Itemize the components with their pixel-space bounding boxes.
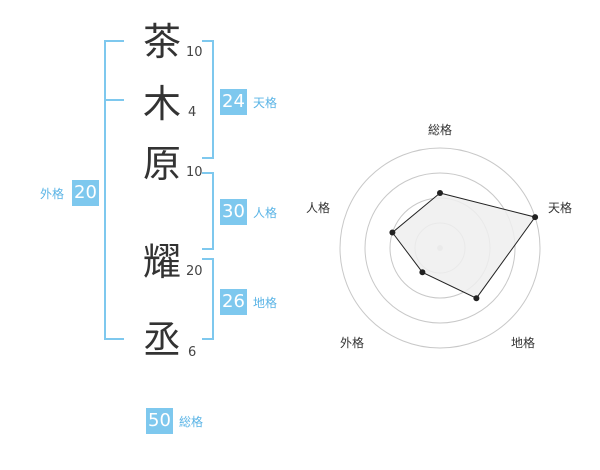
radar-point-4 (419, 269, 426, 276)
chikaku-value-badge: 26 (220, 289, 247, 315)
radar-grid-ring-4 (339, 147, 541, 349)
name-char-2: 木 (142, 82, 181, 126)
gaikaku-bracket-tick (104, 99, 124, 101)
radar-axis-label-tenkaku: 天格 (548, 201, 573, 215)
gaikaku-bracket (104, 40, 124, 340)
name-char-5: 丞 (142, 318, 181, 362)
name-char-3: 原 (142, 142, 181, 186)
jinkaku-label: 人格 (253, 206, 278, 220)
stroke-count-2: 4 (188, 105, 197, 120)
name-char-1: 茶 (142, 20, 181, 64)
gaikaku-value-badge: 20 (72, 180, 99, 206)
name-char-4: 耀 (142, 240, 181, 284)
jinkaku-value-badge: 30 (220, 199, 247, 225)
gaikaku-label: 外格 (40, 187, 65, 201)
tenkaku-label: 天格 (253, 96, 278, 110)
radar-axis-label-soukaku: 総格 (428, 123, 453, 137)
radar-axis-label-chikaku: 地格 (511, 336, 536, 350)
radar-data-polygon (391, 192, 536, 299)
stroke-count-4: 20 (186, 264, 203, 279)
stroke-count-3: 10 (186, 165, 203, 180)
radar-axis-label-jinkaku: 人格 (306, 201, 331, 215)
radar-point-3 (473, 295, 480, 302)
radar-axis-label-gaikaku: 外格 (340, 336, 365, 350)
soukaku-label: 総格 (179, 415, 204, 429)
chikaku-bracket (202, 258, 214, 340)
soukaku-value-badge: 50 (146, 408, 173, 434)
chikaku-label: 地格 (253, 296, 278, 310)
tenkaku-bracket (202, 40, 214, 159)
radar-point-5 (389, 229, 396, 236)
tenkaku-value-badge: 24 (220, 89, 247, 115)
stroke-count-5: 6 (188, 345, 197, 360)
stroke-count-1: 10 (186, 45, 203, 60)
radar-point-1 (437, 190, 443, 196)
radar-grid-ring-3 (364, 172, 516, 324)
radar-point-2 (532, 214, 539, 221)
jinkaku-bracket (202, 172, 214, 250)
